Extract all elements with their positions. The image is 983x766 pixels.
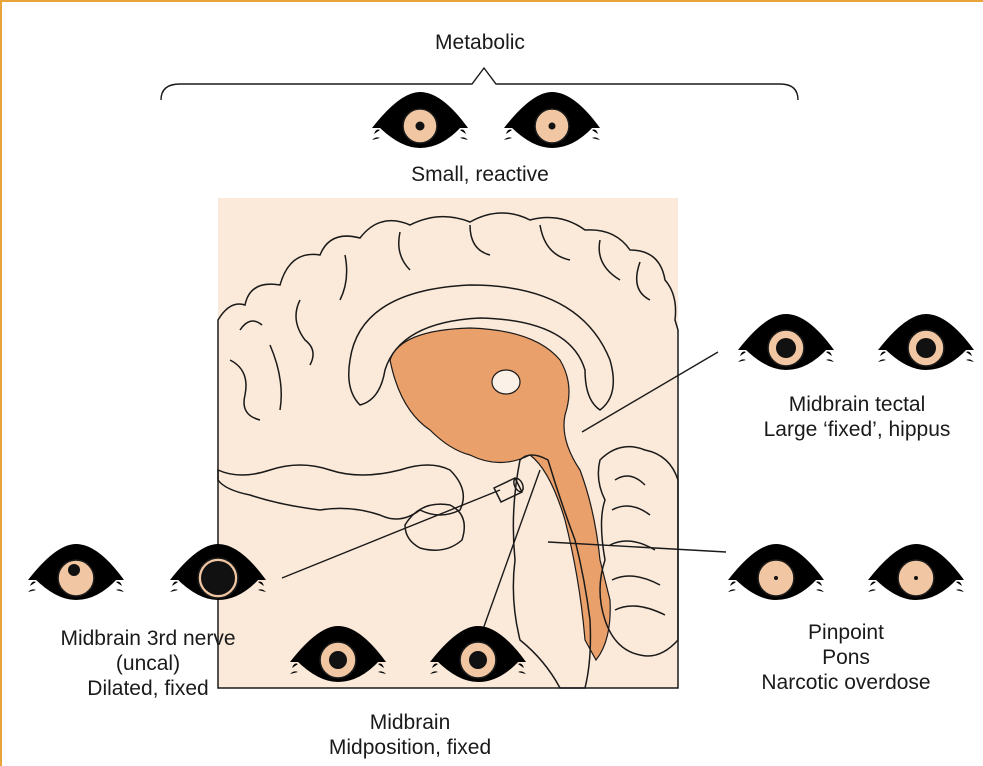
pons-label: Pinpoint Pons Narcotic overdose — [761, 620, 930, 695]
third-nerve-line1: Midbrain 3rd nerve — [60, 626, 235, 651]
midbrain-label: Midbrain Midposition, fixed — [329, 710, 491, 760]
third-nerve-line3: Dilated, fixed — [60, 676, 235, 701]
third-nerve-label: Midbrain 3rd nerve (uncal) Dilated, fixe… — [60, 626, 235, 701]
pons-line2: Pons — [761, 645, 930, 670]
tectal-eye-right — [878, 314, 974, 370]
pons-eye-left — [728, 544, 824, 600]
metabolic-heading: Metabolic — [435, 30, 525, 55]
metabolic-label: Small, reactive — [411, 162, 549, 187]
pons-line1: Pinpoint — [761, 620, 930, 645]
third-nerve-eye-left — [28, 544, 124, 600]
metabolic-heading-text: Metabolic — [435, 30, 525, 55]
metabolic-eye-left — [372, 92, 468, 148]
metabolic-description: Small, reactive — [411, 162, 549, 187]
pons-line3: Narcotic overdose — [761, 670, 930, 695]
tectal-line2: Large ‘fixed’, hippus — [764, 417, 951, 442]
third-nerve-line2: (uncal) — [60, 651, 235, 676]
tectal-eye-left — [738, 314, 834, 370]
tectal-line1: Midbrain tectal — [764, 392, 951, 417]
pons-eye-right — [868, 544, 964, 600]
metabolic-eye-right — [504, 92, 600, 148]
metabolic-bracket — [161, 68, 798, 100]
tectal-label: Midbrain tectal Large ‘fixed’, hippus — [764, 392, 951, 442]
midbrain-line2: Midposition, fixed — [329, 735, 491, 760]
midbrain-line1: Midbrain — [329, 710, 491, 735]
